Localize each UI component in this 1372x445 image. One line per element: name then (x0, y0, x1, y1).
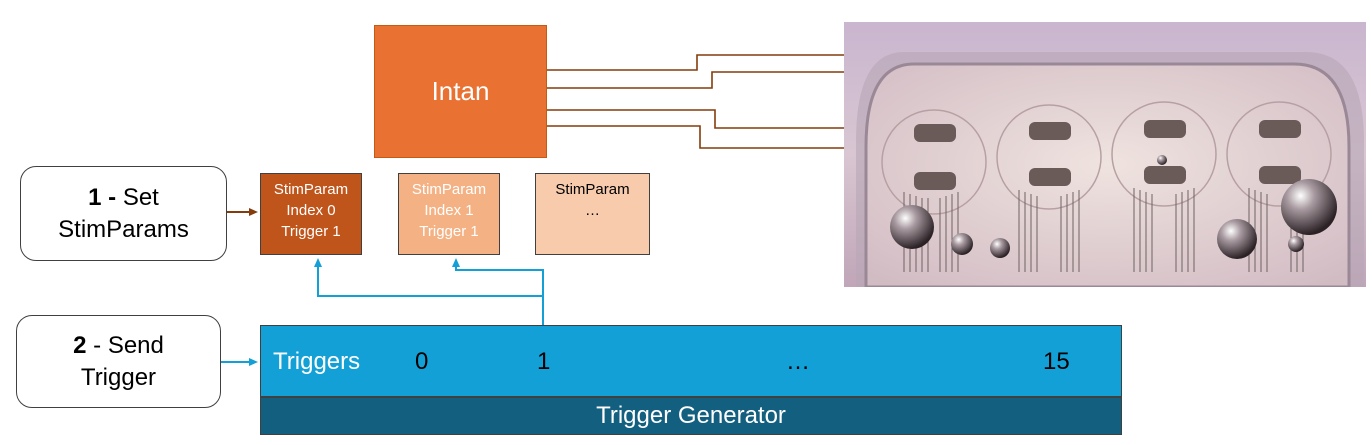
trigger-index-0: 0 (415, 348, 429, 375)
triggers-label: Triggers (273, 348, 361, 375)
step-1-number: 1 - (88, 184, 117, 212)
step-1-line2: StimParams (58, 215, 189, 243)
intan-box: Intan (374, 25, 547, 158)
intan-label: Intan (431, 76, 490, 106)
stimparam-1-line3: Trigger 1 (419, 223, 479, 240)
stimparam-1-line2: Index 1 (424, 202, 474, 219)
stimparam-2-line1: StimParam (555, 181, 630, 198)
step-set-stimparams: 1 - Set StimParams (20, 166, 227, 261)
trigger-index-1: 1 (537, 348, 551, 375)
step-1-line1: Set (122, 184, 159, 212)
trigger-1-to-param-1-arrow (452, 258, 544, 296)
trigger-1-to-param-0-arrow (314, 258, 544, 325)
stimparam-box-more: StimParam … (535, 173, 650, 255)
electrode-array-photo (844, 22, 1366, 287)
step-send-trigger: 2 - Send Trigger (16, 315, 221, 408)
trigger-index-15: 15 (1043, 348, 1070, 375)
step-2-line1: - Send (93, 332, 164, 360)
stimparam-box-index-0: StimParam Index 0 Trigger 1 (260, 173, 362, 255)
triggers-bar: Triggers 0 1 … 15 (260, 325, 1122, 397)
trigger-index-ellipsis: … (786, 348, 810, 375)
intan-wire-3 (547, 109, 855, 129)
stimparam-0-line1: StimParam (273, 181, 349, 198)
intan-wire-4 (547, 125, 855, 149)
intan-wire-1 (547, 54, 855, 71)
step-2-number: 2 (73, 332, 87, 360)
stimparam-2-line2: … (585, 202, 600, 219)
stimparam-0-line2: Index 0 (286, 202, 336, 219)
intan-wire-2 (547, 71, 855, 89)
stimparam-1-line1: StimParam (411, 181, 487, 198)
trigger-generator-label: Trigger Generator (596, 402, 786, 429)
trigger-generator-bar: Trigger Generator (260, 397, 1122, 435)
stimparam-0-line3: Trigger 1 (281, 223, 341, 240)
stimparam-box-index-1: StimParam Index 1 Trigger 1 (398, 173, 500, 255)
step-2-line2: Trigger (80, 363, 157, 391)
